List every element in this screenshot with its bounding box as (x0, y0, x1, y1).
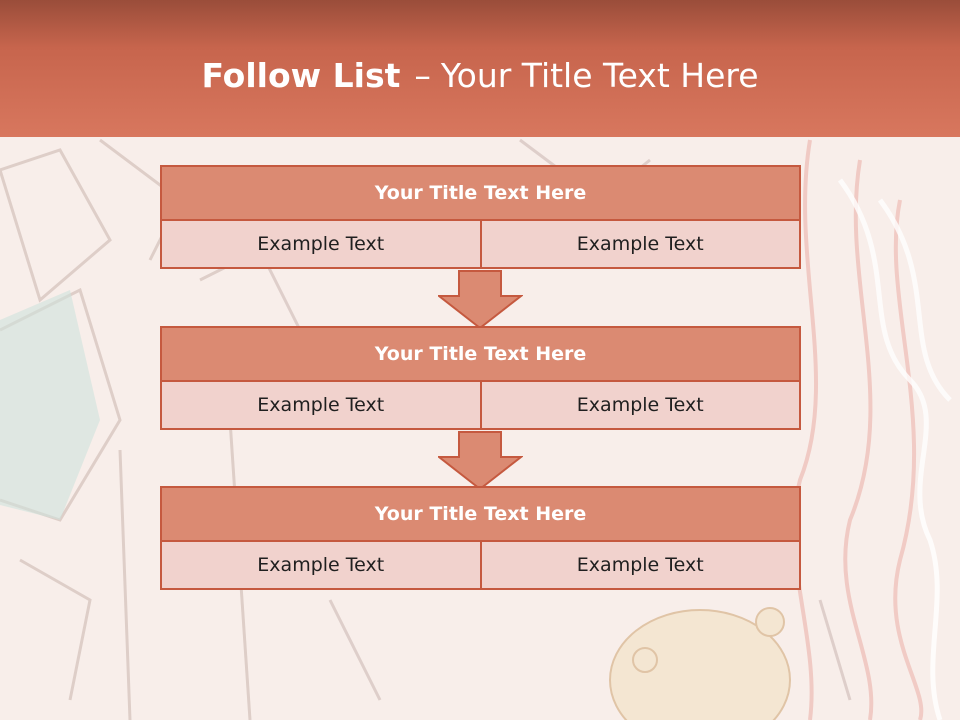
block-title: Your Title Text Here (160, 165, 801, 221)
title-separator: – (414, 56, 431, 95)
list-block-2: Your Title Text Here Example Text Exampl… (160, 326, 801, 430)
down-arrow-icon (438, 270, 523, 330)
down-arrow-icon (438, 431, 523, 491)
block-cell-right: Example Text (479, 219, 801, 269)
title-rest-part: Your Title Text Here (440, 56, 759, 95)
list-block-3: Your Title Text Here Example Text Exampl… (160, 486, 801, 590)
list-block-1: Your Title Text Here Example Text Exampl… (160, 165, 801, 269)
block-cell-left: Example Text (160, 380, 482, 430)
block-cell-left: Example Text (160, 540, 482, 590)
block-title: Your Title Text Here (160, 486, 801, 542)
title-bold-part: Follow List (201, 56, 401, 95)
block-cells-row: Example Text Example Text (160, 219, 801, 269)
block-title: Your Title Text Here (160, 326, 801, 382)
block-cells-row: Example Text Example Text (160, 380, 801, 430)
slide-title: Follow List–Your Title Text Here (0, 56, 960, 96)
block-cells-row: Example Text Example Text (160, 540, 801, 590)
block-cell-left: Example Text (160, 219, 482, 269)
block-cell-right: Example Text (479, 380, 801, 430)
title-header-band (0, 0, 960, 137)
block-cell-right: Example Text (479, 540, 801, 590)
